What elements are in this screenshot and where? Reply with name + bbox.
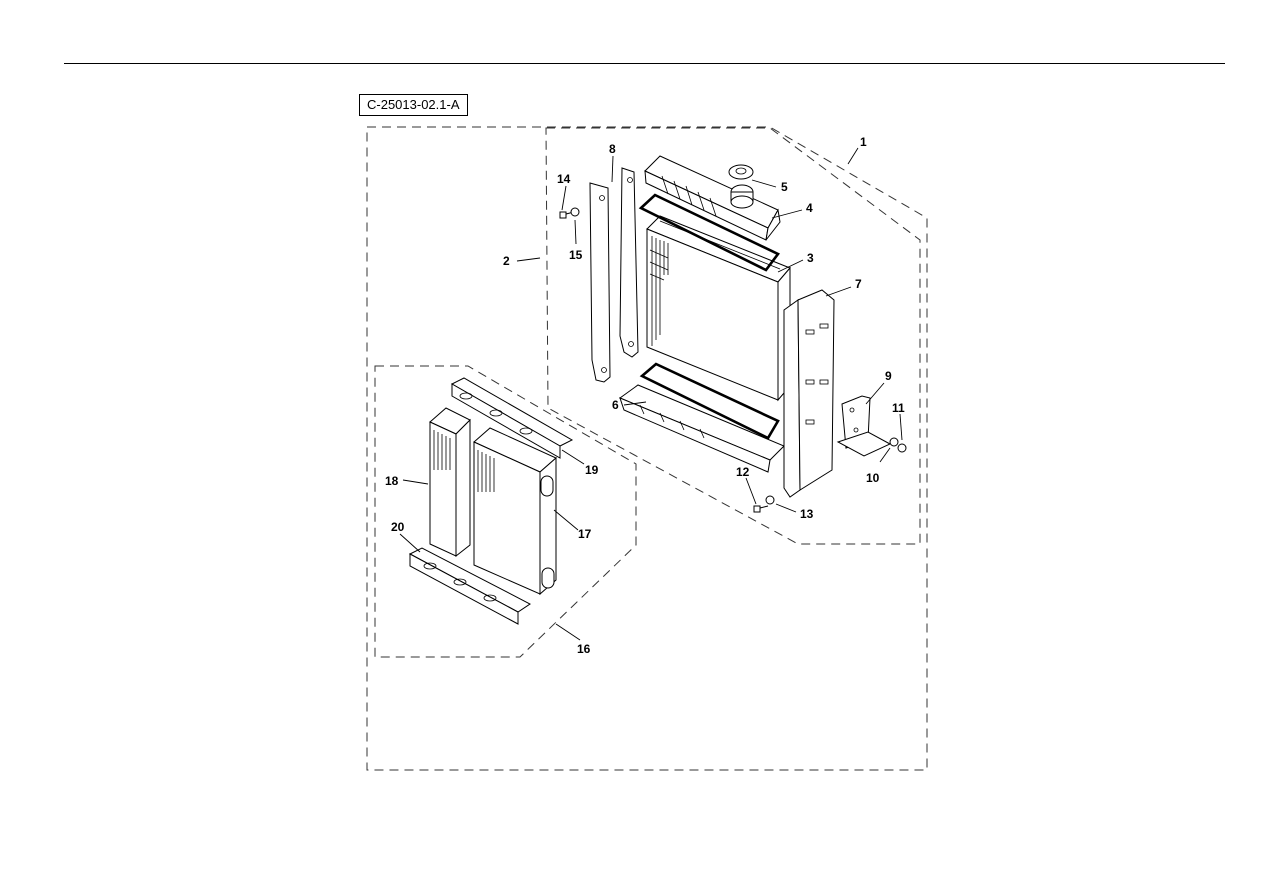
callout-15: 15 [569,248,583,262]
right-side-bracket [783,289,835,498]
callout-13: 13 [800,507,814,521]
callout-5: 5 [781,180,788,194]
callout-3: 3 [807,251,814,265]
callout-20: 20 [391,520,405,534]
callout-7: 7 [855,277,862,291]
assembly-boundaries [366,126,928,771]
callout-10: 10 [866,471,880,485]
radiator-core [646,215,791,402]
callout-14: 14 [557,172,571,186]
boundary-assembly-16 [374,365,637,658]
oil-cooler-core [429,407,471,558]
callout-12: 12 [736,465,750,479]
mounting-bracket [836,395,892,457]
callout-labels: 1 2 3 4 5 6 7 8 9 10 11 12 13 14 15 16 1… [385,135,905,656]
radiator-cap [728,164,754,180]
lower-tank [618,362,785,473]
upper-gasket [638,193,780,272]
leader-lines [399,147,903,641]
callout-18: 18 [385,474,399,488]
callout-4: 4 [806,201,813,215]
callout-9: 9 [885,369,892,383]
upper-channel-bracket [450,377,574,459]
callout-8: 8 [609,142,616,156]
callout-19: 19 [585,463,599,477]
fasteners [559,207,907,513]
callout-16: 16 [577,642,591,656]
callout-2: 2 [503,254,510,268]
upper-tank [644,155,781,241]
boundary-assembly-2 [366,126,928,771]
left-side-brackets [589,167,639,383]
callout-17: 17 [578,527,592,541]
header-rule [64,63,1225,64]
callout-11: 11 [892,401,905,415]
cooler-core-with-hoses [473,427,557,596]
figure-id-label: C-25013-02.1-A [359,94,468,116]
callout-1: 1 [860,135,867,149]
callout-6: 6 [612,398,619,412]
